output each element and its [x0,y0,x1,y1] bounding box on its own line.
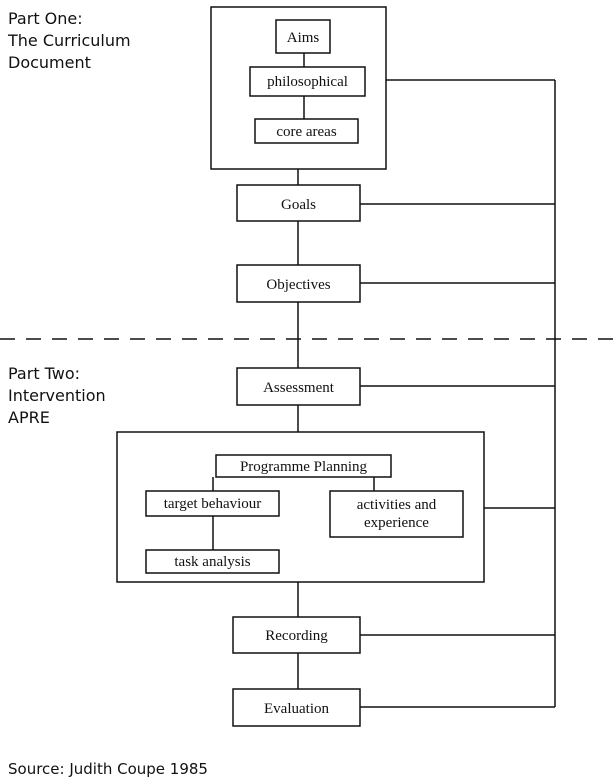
aims-label: Aims [287,30,320,46]
part-one-subtitle-line2: Document [8,53,91,72]
activities-experience-box [329,490,464,538]
part-one-title: Part One: [8,9,83,28]
core-areas-box [254,118,359,144]
evaluation-label: Evaluation [264,701,329,717]
part-two-subtitle-line2: APRE [8,408,50,427]
evaluation-box [232,688,361,727]
activities-label-line2: experience [364,515,429,531]
programme-planning-box [215,454,392,478]
part-two-label: Part Two: Intervention APRE [8,363,106,429]
task-analysis-label: task analysis [174,554,250,570]
assessment-box [236,367,361,406]
philosophical-box [249,66,366,97]
task-analysis-box [145,549,280,574]
objectives-label: Objectives [266,277,330,293]
recording-label: Recording [265,628,328,644]
part-two-subtitle-line1: Intervention [8,386,106,405]
philosophical-label: philosophical [267,74,348,90]
part-two-title: Part Two: [8,364,81,383]
part-one-subtitle-line1: The Curriculum [8,31,131,50]
activities-label-line1: activities and [357,497,437,513]
goals-box [236,184,361,222]
target-behaviour-label: target behaviour [164,496,262,512]
objectives-box [236,264,361,303]
assessment-label: Assessment [263,380,335,396]
core-areas-label: core areas [276,124,337,140]
part-one-label: Part One: The Curriculum Document [8,8,131,74]
programme-planning-container [116,431,485,583]
programme-planning-label: Programme Planning [240,459,368,475]
goals-label: Goals [281,197,316,213]
recording-box [232,616,361,654]
target-behaviour-box [145,490,280,517]
source-caption: Source: Judith Coupe 1985 [8,760,208,778]
aims-box [275,19,331,54]
